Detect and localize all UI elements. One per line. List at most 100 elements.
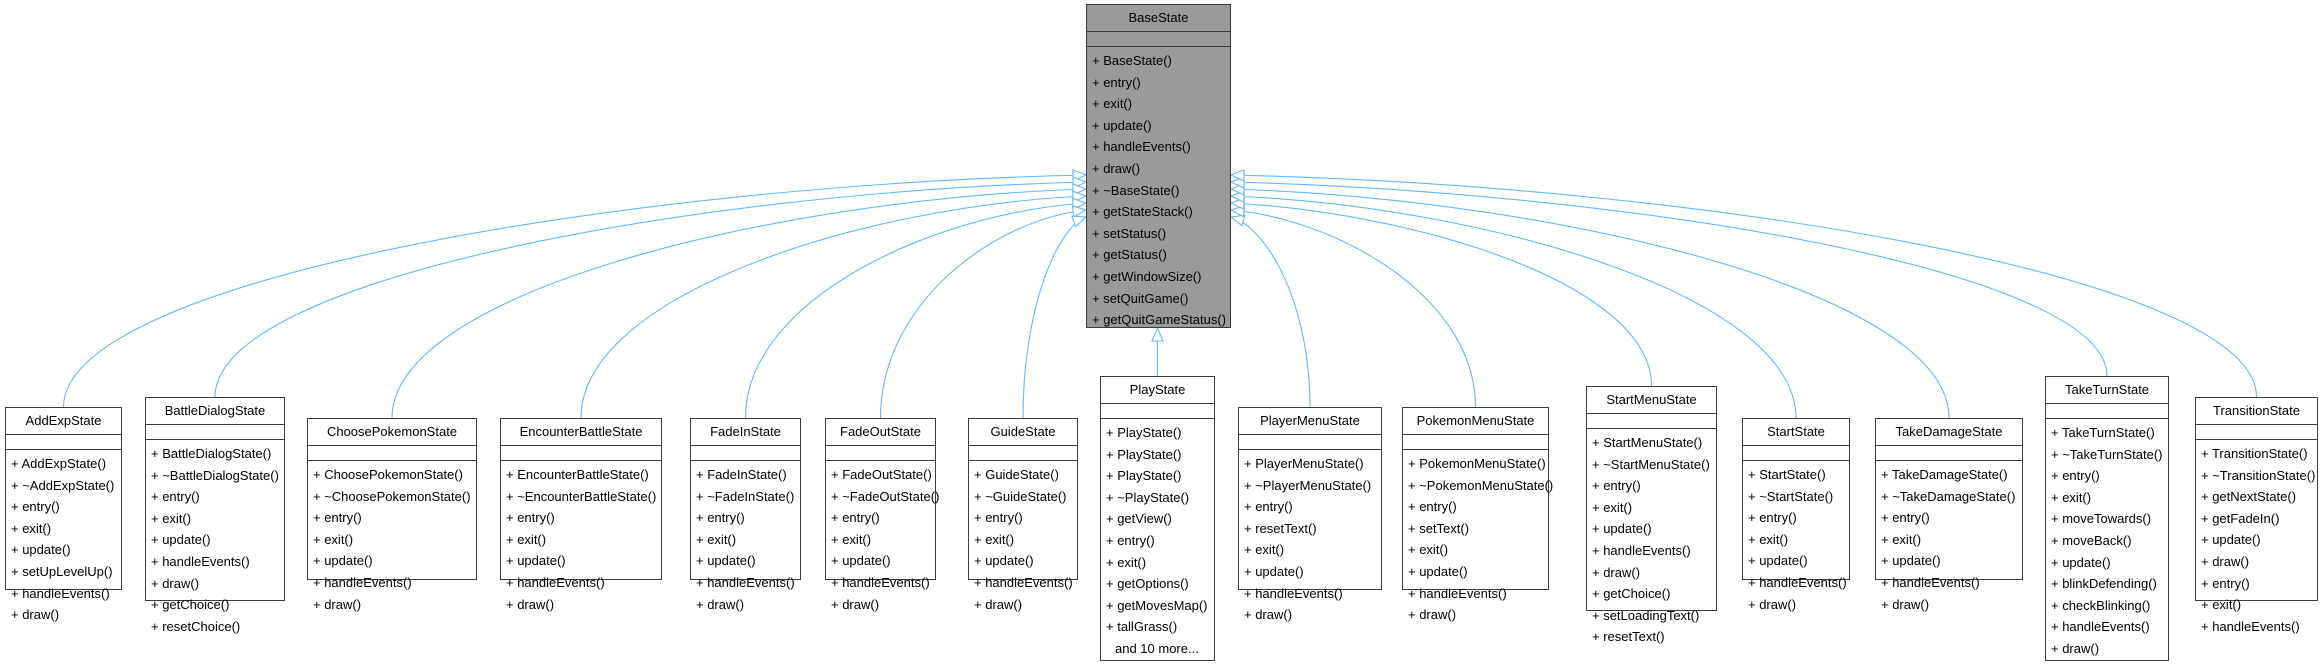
attributes-compartment (6, 435, 121, 450)
method-item: + ~BattleDialogState() (151, 467, 279, 483)
class-box-battle-dialog-state[interactable]: BattleDialogState+ BattleDialogState()+ … (145, 397, 285, 634)
class-name: EncounterBattleState (501, 419, 661, 446)
method-item: + update() (313, 553, 373, 569)
attributes-compartment (826, 446, 935, 461)
methods-compartment: + PlayState() + PlayState() + PlayState() +… (1101, 419, 1214, 660)
method-item: + draw() (2051, 640, 2100, 656)
method-item: + getFadeIn() (2201, 510, 2280, 526)
method-item: + handleEvents() (1092, 139, 1191, 155)
method-item: + exit() (2201, 597, 2242, 613)
methods-compartment: + StartMenuState()+ ~StartMenuState()+ e… (1587, 429, 1716, 648)
method-item: + ~FadeOutState() (831, 488, 940, 504)
method-item: + EncounterBattleState() (506, 467, 649, 482)
method-item: + draw() (151, 575, 200, 591)
inheritance-edge-take-damage-state (1230, 188, 1950, 419)
method-item: + draw() (11, 607, 60, 623)
method-item: + ~ChoosePokemonState() (313, 488, 471, 504)
method-item: + FadeOutState() (831, 467, 932, 482)
inheritance-edge-start-state (1230, 195, 1797, 419)
method-item: + draw() (696, 596, 745, 612)
method-item: + ~EncounterBattleState() (506, 488, 657, 504)
method-item: + exit() (1748, 531, 1789, 547)
method-item: + handleEvents() (831, 574, 930, 590)
class-name: PlayerMenuState (1239, 408, 1381, 435)
method-item: + exit() (11, 520, 52, 536)
class-box-fade-out-state[interactable]: FadeOutState+ FadeOutState()+ ~FadeOutSt… (825, 418, 940, 612)
method-item: + resetChoice() (151, 618, 241, 634)
method-item: + getView() (1106, 511, 1172, 527)
method-item: + entry() (1408, 499, 1457, 515)
method-item: + ~PlayerMenuState() (1244, 477, 1372, 493)
methods-compartment: + TakeDamageState()+ ~TakeDamageState()+… (1876, 461, 2022, 615)
method-item: + entry() (1748, 510, 1797, 526)
method-item: + PlayState() (1106, 468, 1182, 484)
method-item: + handleEvents() (313, 574, 412, 590)
method-item: + draw() (1592, 564, 1641, 580)
method-item: + draw() (1408, 607, 1457, 623)
method-item: + checkBlinking() (2051, 597, 2151, 613)
method-item: + entry() (1106, 532, 1155, 548)
method-item: + PlayState() (1106, 425, 1182, 440)
attributes-compartment (1239, 435, 1381, 450)
class-box-start-menu-state[interactable]: StartMenuState+ StartMenuState()+ ~Start… (1586, 386, 1717, 644)
method-item: + getChoice() (151, 597, 230, 613)
class-box-take-turn-state[interactable]: TakeTurnState+ TakeTurnState()+ ~TakeTur… (2045, 376, 2169, 661)
class-box-choose-pokemon-state[interactable]: ChoosePokemonState + ChoosePokemonState()… (307, 418, 477, 612)
method-item: + handleEvents() (151, 553, 250, 569)
class-box-play-state[interactable]: PlayState+ PlayState()+ PlayState()+ Pla… (1100, 376, 1215, 661)
method-item: + getChoice() (1592, 586, 1671, 602)
method-item: + ~AddExpState() (11, 477, 115, 493)
class-box-start-state[interactable]: StartState+ StartState()+ ~StartState()+… (1742, 418, 1850, 612)
class-box-player-menu-state[interactable]: PlayerMenuState+ PlayerMenuState()+ ~Pla… (1238, 407, 1382, 622)
method-item: + handleEvents() (506, 574, 605, 590)
class-box-add-exp-state[interactable]: AddExpState+ AddExpState()+ ~AddExpState… (5, 407, 122, 622)
method-item: + draw() (506, 596, 555, 612)
method-item: + getStatus() (1092, 247, 1167, 263)
class-box-encounter-battle-state[interactable]: EncounterBattleState + EncounterBattleSta… (500, 418, 662, 612)
method-item: + exit() (151, 510, 192, 526)
class-name: ChoosePokemonState (308, 419, 476, 446)
method-item: + draw() (1244, 607, 1293, 623)
class-box-fade-in-state[interactable]: FadeInState+ FadeInState()+ ~FadeInState… (690, 418, 801, 612)
method-item: + update() (1748, 553, 1808, 569)
method-item: + TakeTurnState() (2051, 425, 2155, 440)
method-item: + ~FadeInState() (696, 488, 795, 504)
method-item: + moveTowards() (2051, 511, 2152, 527)
class-name: StartMenuState (1587, 387, 1716, 414)
inheritance-arrowhead (1071, 205, 1088, 218)
method-item: + getOptions() (1106, 576, 1189, 592)
methods-compartment: + EncounterBattleState() + ~EncounterBatt… (501, 461, 661, 615)
method-item: + exit() (974, 531, 1015, 547)
method-item: + handleEvents() (974, 574, 1073, 590)
method-item: + draw() (831, 596, 880, 612)
method-item: + draw() (974, 596, 1023, 612)
class-name: BaseState (1087, 5, 1230, 32)
method-item: + PlayState() (1106, 446, 1182, 462)
method-item: + setStatus() (1092, 225, 1167, 241)
class-box-pokemon-menu-state[interactable]: PokemonMenuState+ PokemonMenuState()+ ~P… (1402, 407, 1553, 622)
method-item: + entry() (1092, 74, 1141, 90)
attributes-compartment (1587, 414, 1716, 429)
class-box-guide-state[interactable]: GuideState+ GuideState()+ ~GuideState()+… (968, 418, 1078, 612)
class-name: PokemonMenuState (1403, 408, 1548, 435)
inheritance-arrowhead (1151, 326, 1164, 342)
method-item: + ~TakeTurnState() (2051, 446, 2163, 462)
method-item: + ~BaseState() (1092, 182, 1180, 198)
method-item: + BattleDialogState() (151, 446, 272, 461)
class-name: TakeDamageState (1876, 419, 2022, 446)
class-box-transition-state[interactable]: TransitionState+ TransitionState()+ ~Tra… (2195, 397, 2318, 634)
inheritance-edge-fade-out-state (879, 209, 1087, 419)
class-box-take-damage-state[interactable]: TakeDamageState + TakeDamageState()+ ~Tak… (1875, 418, 2023, 612)
method-item: + exit() (1092, 96, 1133, 112)
class-box-base-state[interactable]: BaseState+ BaseState()+ entry()+ exit()+… (1086, 4, 1231, 328)
attributes-compartment (1743, 446, 1849, 461)
inheritance-arrowhead (1229, 214, 1246, 227)
method-item: + ~TransitionState() (2201, 467, 2316, 483)
methods-compartment: + ChoosePokemonState()+ ~ChoosePokemonSt… (308, 461, 476, 615)
class-name: GuideState (969, 419, 1077, 446)
method-item: + AddExpState() (11, 456, 107, 471)
method-item: + exit() (1592, 499, 1633, 515)
method-item: + exit() (1881, 531, 1922, 547)
method-item: + draw() (1748, 596, 1797, 612)
